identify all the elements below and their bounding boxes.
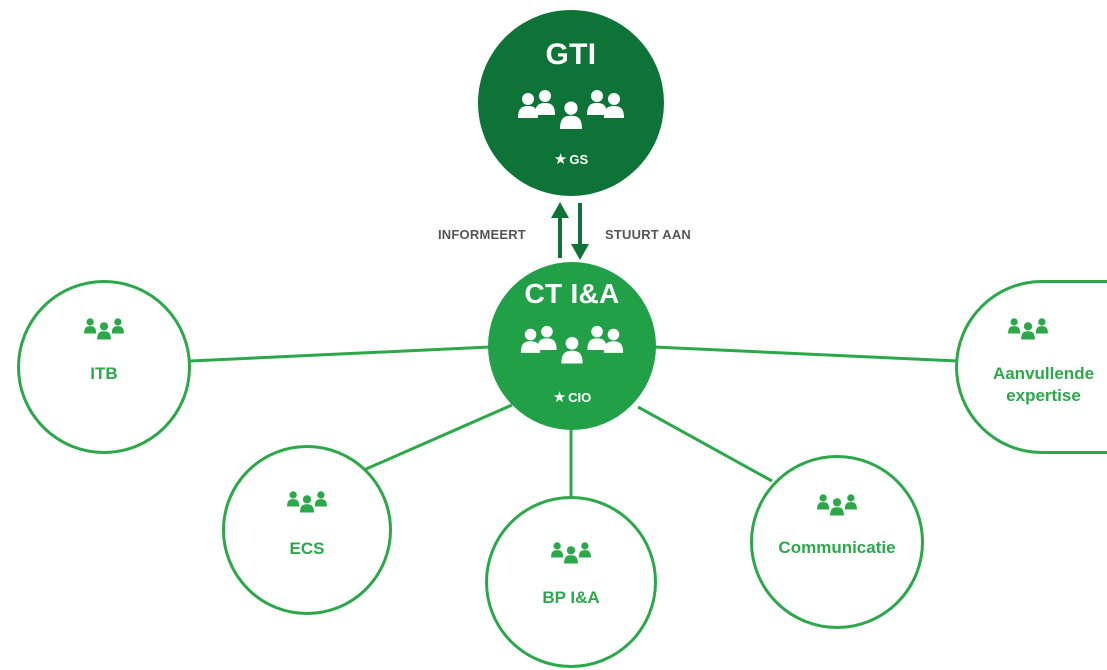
label-informeert: INFORMEERT [438,227,526,242]
people-icon [287,491,327,513]
star-icon: ★ [552,389,567,406]
node-ct-ia-title: CT I&A [524,278,620,309]
node-bp-ia: BP I&A [485,496,657,668]
node-ct-ia: CT I&A ★CIO [488,262,656,430]
node-gti-title: GTI [545,38,597,71]
people-icon [84,318,124,340]
node-itb-label: ITB [90,364,118,383]
star-icon: ★ [553,151,568,168]
node-ecs: ECS [222,445,392,615]
people-icon [518,90,624,129]
connector-ecs [356,403,513,475]
label-stuurt-aan: STUURT AAN [605,227,692,242]
connector-communicatie [637,405,773,483]
node-gti-role-label: GS [569,152,589,167]
node-communicatie: Communicatie [750,455,924,629]
arrow-down-head [571,244,589,260]
node-gti: GTI ★GS [478,10,664,196]
connector-itb [189,345,491,363]
people-icon [1008,318,1048,340]
people-icon [817,494,857,516]
node-itb: ITB [17,280,191,454]
arrow-up-head [551,202,569,218]
node-ecs-label: ECS [289,539,325,558]
node-aanvullende-label-2: expertise [1006,386,1081,405]
node-bp-ia-label: BP I&A [542,588,600,607]
node-ct-ia-role-label: CIO [568,390,592,405]
node-aanvullende-label-1: Aanvullende [992,364,1095,383]
node-gti-role: ★GS [478,150,664,168]
node-aanvullende-expertise: Aanvullende expertise [955,280,1107,454]
people-icon [520,325,624,364]
node-communicatie-label: Communicatie [778,538,896,557]
node-ct-ia-role: ★CIO [488,388,656,406]
connector-aanvullende [653,345,959,363]
people-icon [551,542,591,564]
